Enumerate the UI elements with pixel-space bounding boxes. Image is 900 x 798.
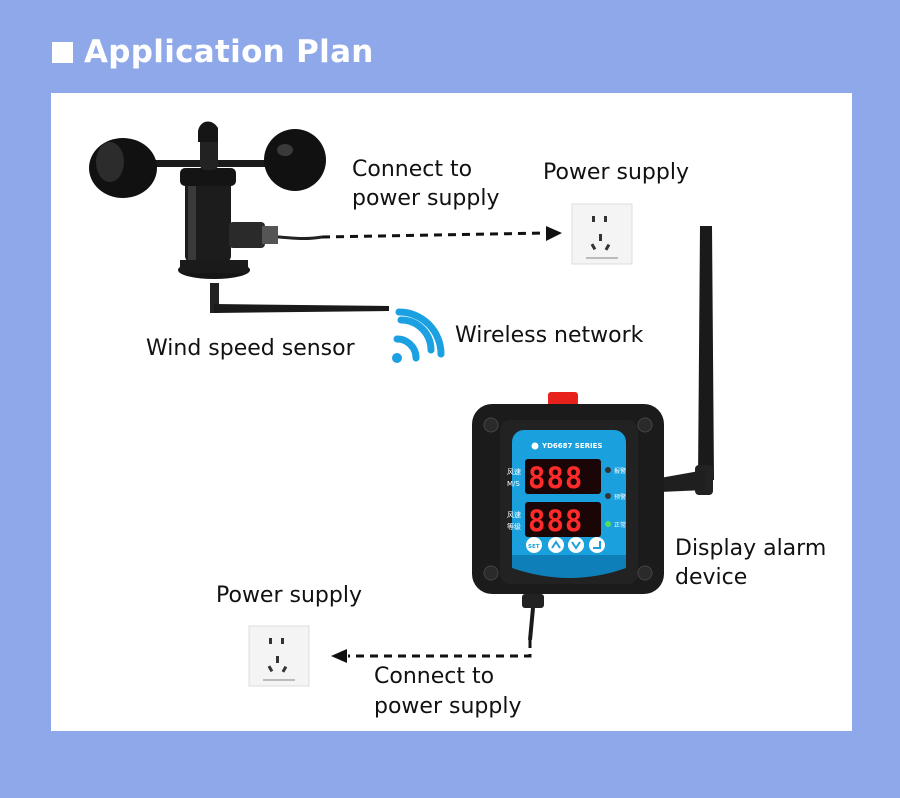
power-supply-bottom-label: Power supply bbox=[216, 583, 362, 608]
arrow-icon bbox=[331, 649, 347, 663]
device-series-label: YD6687 SERIES bbox=[541, 442, 602, 450]
wireless-network-label: Wireless network bbox=[455, 323, 644, 348]
anemometer-icon bbox=[89, 121, 389, 313]
row1-label-2: M/S bbox=[507, 480, 520, 488]
page-title-text: Application Plan bbox=[84, 34, 374, 70]
connect-bottom-line1: Connect to bbox=[374, 664, 495, 689]
power-supply-top-label: Power supply bbox=[543, 160, 689, 185]
socket-icon bbox=[571, 203, 633, 265]
arrow-icon bbox=[546, 226, 562, 241]
title-square-icon bbox=[52, 41, 73, 63]
wind-sensor-label: Wind speed sensor bbox=[146, 336, 355, 361]
page-title: Application Plan bbox=[52, 34, 374, 70]
connect-bottom-line2: power supply bbox=[374, 694, 522, 719]
digits-display-1: 888 bbox=[528, 461, 583, 495]
dashed-connector bbox=[348, 640, 532, 658]
row2-label-1: 风速 bbox=[507, 511, 521, 519]
row2-label-2: 等级 bbox=[507, 522, 521, 531]
row1-label-1: 风速 bbox=[507, 468, 521, 476]
dashed-connector bbox=[321, 231, 549, 239]
display-alarm-line1: Display alarm bbox=[675, 536, 827, 561]
socket-icon bbox=[248, 625, 310, 687]
connect-top-line1: Connect to bbox=[352, 157, 473, 182]
led-label-3: 正常 bbox=[614, 521, 626, 529]
set-button: SET bbox=[528, 544, 540, 550]
digits-display-2: 888 bbox=[528, 504, 583, 538]
device-logo-icon bbox=[531, 442, 539, 450]
led-label-1: 报警 bbox=[614, 467, 626, 475]
connect-top-line2: power supply bbox=[352, 186, 500, 211]
wifi-icon bbox=[392, 308, 445, 363]
display-alarm-line2: device bbox=[675, 565, 748, 590]
alarm-device-icon bbox=[472, 392, 664, 641]
led-label-2: 预警 bbox=[614, 493, 626, 501]
diagram-panel bbox=[51, 93, 852, 731]
antenna-icon bbox=[660, 226, 714, 495]
